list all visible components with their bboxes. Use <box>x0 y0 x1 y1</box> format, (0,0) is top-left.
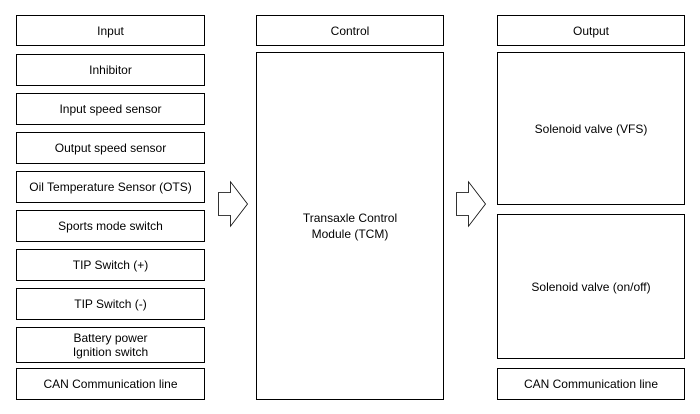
input-label: TIP Switch (+) <box>72 258 149 272</box>
input-battery-ignition: Battery power Ignition switch <box>16 327 205 363</box>
input-label: Input speed sensor <box>59 102 162 116</box>
input-can-communication-line: CAN Communication line <box>16 368 205 400</box>
input-battery-power-label: Battery power <box>73 331 148 345</box>
tcm-label-line2: Module (TCM) <box>311 227 389 241</box>
input-input-speed-sensor: Input speed sensor <box>16 93 205 125</box>
input-header: Input <box>16 15 205 46</box>
input-output-speed-sensor: Output speed sensor <box>16 132 205 164</box>
output-solenoid-onoff: Solenoid valve (on/off) <box>497 214 685 359</box>
input-inhibitor: Inhibitor <box>16 54 205 86</box>
input-ignition-switch-label: Ignition switch <box>72 345 149 359</box>
control-to-output-arrow <box>456 180 487 228</box>
input-label: CAN Communication line <box>43 377 178 391</box>
output-label: Solenoid valve (on/off) <box>531 279 651 294</box>
control-header: Control <box>256 15 444 46</box>
input-oil-temperature-sensor: Oil Temperature Sensor (OTS) <box>16 171 205 203</box>
input-sports-mode-switch: Sports mode switch <box>16 210 205 242</box>
input-tip-switch-plus: TIP Switch (+) <box>16 249 205 281</box>
input-label: Sports mode switch <box>58 219 163 233</box>
output-header-label: Output <box>572 23 610 38</box>
input-to-control-arrow <box>218 180 249 228</box>
tcm-label-line1: Transaxle Control <box>302 211 398 225</box>
input-tip-switch-minus: TIP Switch (-) <box>16 288 205 320</box>
output-label: CAN Communication line <box>523 377 659 391</box>
output-solenoid-vfs: Solenoid valve (VFS) <box>497 52 685 205</box>
input-label: Inhibitor <box>89 63 132 77</box>
input-header-label: Input <box>97 23 124 38</box>
input-label: Output speed sensor <box>54 141 167 155</box>
input-label: Oil Temperature Sensor (OTS) <box>29 180 192 194</box>
output-can-communication-line: CAN Communication line <box>497 368 685 400</box>
input-label: TIP Switch (-) <box>74 297 147 311</box>
control-header-label: Control <box>330 23 370 38</box>
output-label: Solenoid valve (VFS) <box>534 121 648 136</box>
tcm-box: Transaxle Control Module (TCM) <box>256 52 444 400</box>
output-header: Output <box>497 15 685 46</box>
